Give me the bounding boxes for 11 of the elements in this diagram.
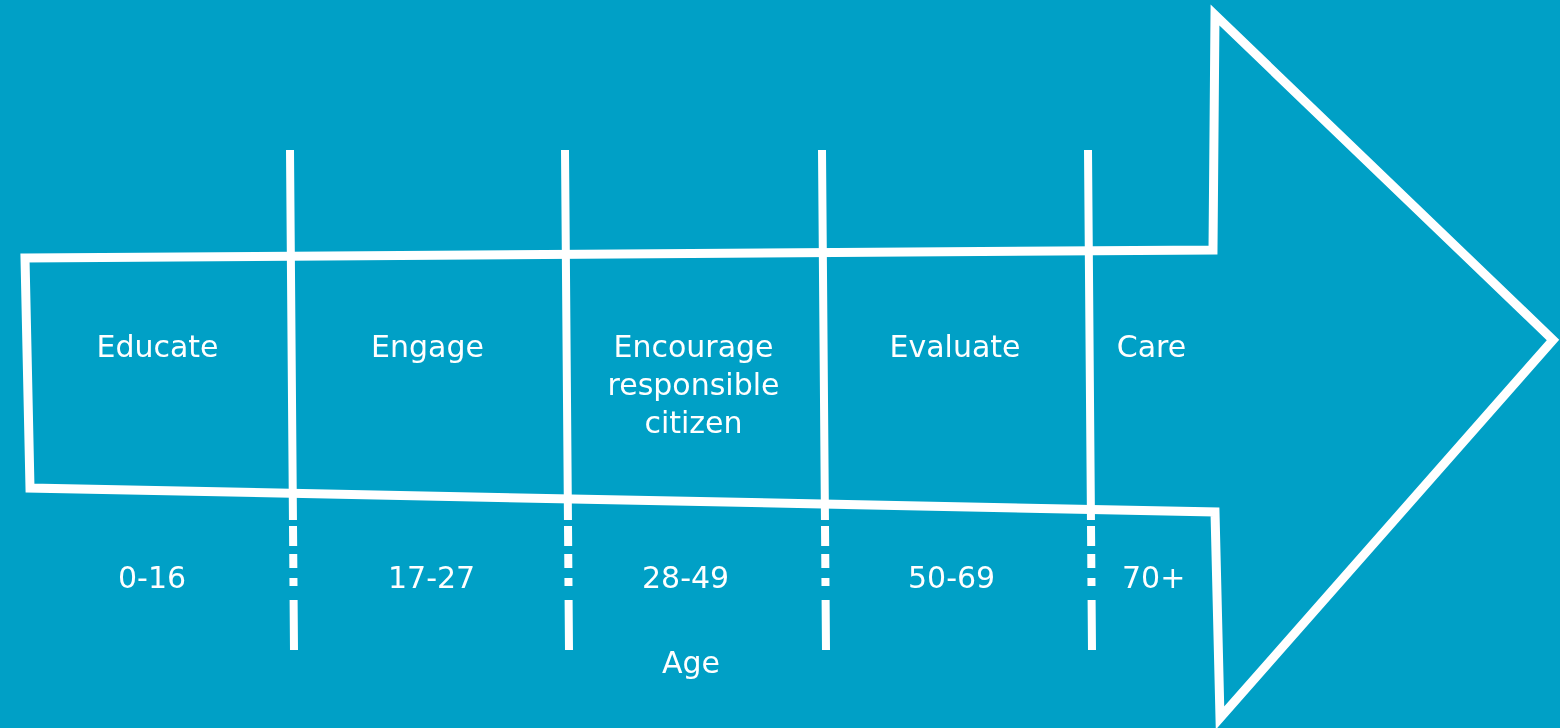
axis-label: Age — [662, 645, 721, 680]
stage-label: Care — [1115, 328, 1188, 366]
age-range: 0-16 — [118, 560, 187, 595]
stage-label: Engage — [370, 328, 485, 366]
stage-label: Encourage responsible citizen — [606, 328, 781, 442]
age-range: 28-49 — [642, 560, 730, 595]
age-range: 50-69 — [908, 560, 996, 595]
age-range: 70+ — [1122, 560, 1186, 595]
age-range: 17-27 — [388, 560, 476, 595]
stage-label: Educate — [95, 328, 220, 366]
stage-label: Evaluate — [888, 328, 1022, 366]
